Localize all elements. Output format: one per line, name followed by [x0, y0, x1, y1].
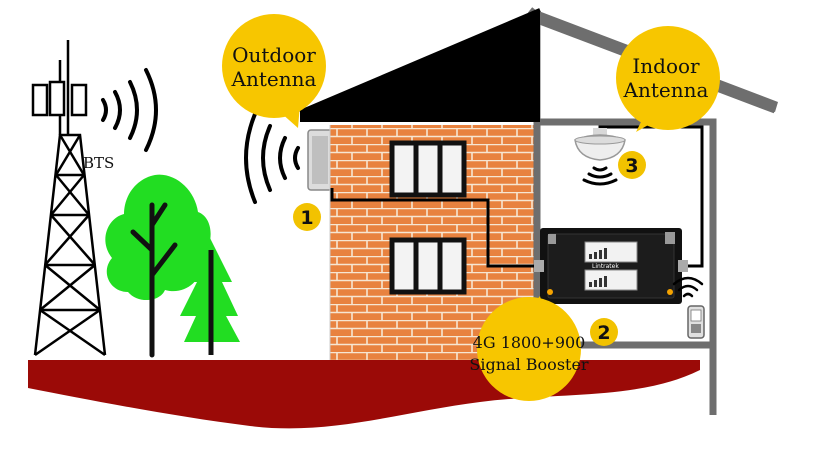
window-upper: [389, 140, 467, 198]
window-lower: [389, 237, 467, 295]
booster-label-line2: Signal Booster: [469, 355, 589, 374]
booster-label-line1: 4G 1800+900: [473, 333, 586, 352]
svg-text:3: 3: [625, 155, 638, 177]
outdoor-antenna-label-line2: Antenna: [231, 67, 317, 91]
callout-outdoor-antenna: Outdoor Antenna: [222, 14, 326, 128]
bts-label: BTS: [83, 154, 114, 172]
phone-signal-waves-icon: [672, 276, 704, 298]
callout-signal-booster: 4G 1800+900 Signal Booster: [469, 296, 589, 401]
svg-text:1: 1: [300, 207, 313, 229]
svg-text:2: 2: [597, 322, 610, 344]
outdoor-antenna: [307, 129, 333, 191]
ground: [28, 360, 700, 429]
tree-pine: [180, 238, 240, 355]
mobile-phone-icon: [687, 305, 705, 339]
bts-signal-waves-icon: [101, 68, 158, 152]
callout-indoor-antenna: Indoor Antenna: [616, 26, 720, 132]
step-badge-3: 3: [618, 151, 646, 179]
cable-outdoor-to-booster: [330, 188, 540, 268]
booster-brand-label: Lintratek: [592, 263, 619, 270]
indoor-antenna-label-line2: Antenna: [623, 78, 709, 102]
indoor-antenna-label-line1: Indoor: [632, 54, 700, 78]
step-badge-2: 2: [590, 318, 618, 346]
tree-large: [105, 174, 211, 358]
signal-booster-device: Lintratek: [534, 228, 688, 304]
house-roof: [300, 10, 540, 122]
indoor-signal-waves-icon: [582, 166, 618, 186]
bts-tower: [31, 40, 107, 357]
outdoor-signal-waves-icon: [244, 112, 300, 204]
step-badge-1: 1: [293, 203, 321, 231]
indoor-antenna: [574, 128, 626, 161]
outdoor-antenna-label-line1: Outdoor: [232, 43, 316, 67]
